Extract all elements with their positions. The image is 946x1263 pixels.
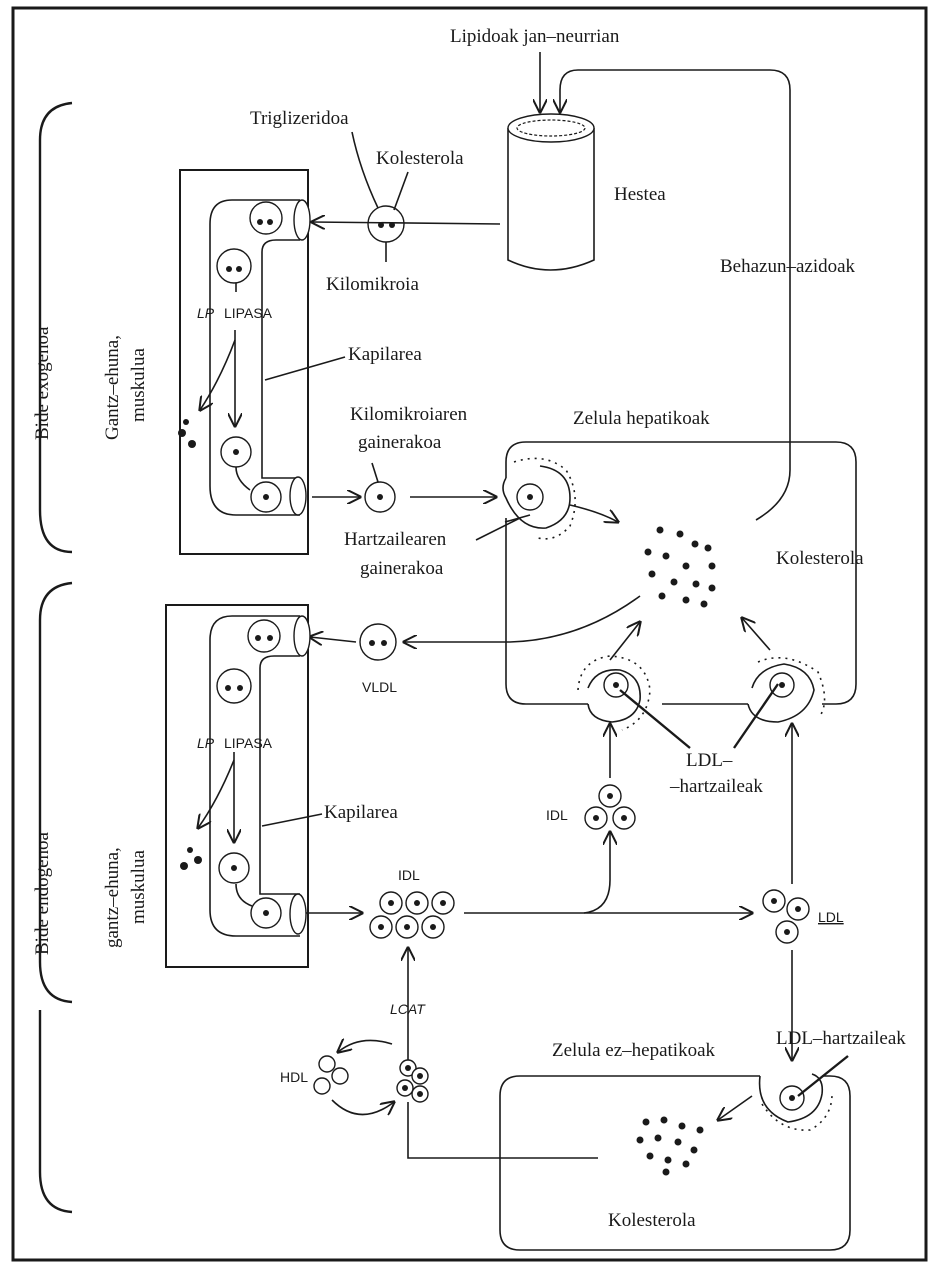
ldl-receptor-pit-bottom xyxy=(760,1074,832,1130)
ldl-hartzaileak-bottom-label: LDL–hartzaileak xyxy=(776,1028,906,1049)
zelula-hepatikoak-label: Zelula hepatikoak xyxy=(573,408,710,429)
lipasa-top-label: LIPASA xyxy=(224,305,273,321)
kolesterola-bottom-label: Kolesterola xyxy=(608,1210,696,1231)
chylomicron-in-capillary-1 xyxy=(250,202,282,234)
hartzailearen-label-2: gainerakoa xyxy=(360,558,444,579)
kapilarea-top-label: Kapilarea xyxy=(348,344,422,365)
behazun-label: Behazun–azidoak xyxy=(720,256,856,277)
hdl-label: HDL xyxy=(280,1069,308,1085)
bide-exogenoa-label: Bide exogenoa xyxy=(32,326,53,440)
page-frame xyxy=(13,8,926,1260)
vldl-particle xyxy=(360,624,396,660)
hestea-label: Hestea xyxy=(614,184,666,205)
tissue-box-top xyxy=(180,170,308,554)
kolesterola-liver-label: Kolesterola xyxy=(776,548,864,569)
kolesterola-top-label: Kolesterola xyxy=(376,148,464,169)
capillary-bottom-lower-end xyxy=(290,894,306,934)
ldl-receptor-pit-left xyxy=(578,656,650,730)
lp-bottom-label: LP xyxy=(197,735,215,751)
bide-endogenoa-label: Bide endogenoa xyxy=(32,831,53,955)
chylomicron xyxy=(368,206,404,242)
intestine xyxy=(508,128,594,270)
capillary-top xyxy=(210,200,300,515)
lipasa-bottom-label: LIPASA xyxy=(224,735,273,751)
vldl-in-capillary-1 xyxy=(248,620,280,652)
capillary-bottom xyxy=(210,616,300,936)
kilomikroiaren-label-1: Kilomikroiaren xyxy=(350,404,468,425)
muskulua-bottom-label: muskulua xyxy=(128,850,149,924)
kilomikroia-label: Kilomikroia xyxy=(326,274,419,295)
zelula-ez-hepatikoak-label: Zelula ez–hepatikoak xyxy=(552,1040,716,1061)
peripheral-cholesterol-pool xyxy=(637,1117,704,1176)
kapilarea-bottom-label: Kapilarea xyxy=(324,802,398,823)
vldl-in-capillary-2 xyxy=(217,669,251,703)
chylomicron-in-capillary-2 xyxy=(217,249,251,283)
hdl-cluster-left xyxy=(314,1056,348,1094)
vldl-label: VLDL xyxy=(362,679,397,695)
ldl-hartzaileak-label-1: LDL– xyxy=(686,750,733,771)
tissue-box-bottom xyxy=(166,605,308,967)
kilomikroiaren-label-2: gainerakoa xyxy=(358,432,442,453)
idl-center-label: IDL xyxy=(398,867,420,883)
capillary-bottom-upper-end xyxy=(294,616,310,656)
ldl-label: LDL xyxy=(818,909,844,925)
lp-top-label: LP xyxy=(197,305,215,321)
triglizeridoa-label: Triglizeridoa xyxy=(250,108,349,129)
idl-right-label: IDL xyxy=(546,807,568,823)
ldl-hartzaileak-label-2: –hartzaileak xyxy=(669,776,763,797)
capillary-top-lower-end xyxy=(290,477,306,515)
idl-cluster-center xyxy=(370,892,454,938)
bracket-hdl xyxy=(40,1010,72,1212)
liver-cholesterol-pool xyxy=(645,527,716,608)
muskulua-top-label: muskulua xyxy=(128,348,149,422)
ldl-cluster xyxy=(763,890,809,943)
gantz-ehuna-bottom-label: gantz–ehuna, xyxy=(102,847,123,948)
gantz-ehuna-top-label: Gantz–ehuna, xyxy=(102,335,123,440)
lipidoak-label: Lipidoak jan–neurrian xyxy=(450,26,620,47)
liver-cell xyxy=(506,442,856,704)
intestine-opening xyxy=(508,114,594,142)
capillary-top-upper-end xyxy=(294,200,310,240)
hdl-cluster-right xyxy=(397,1060,428,1102)
hartzailearen-label-1: Hartzailearen xyxy=(344,529,447,550)
idl-cluster-right xyxy=(585,785,635,829)
